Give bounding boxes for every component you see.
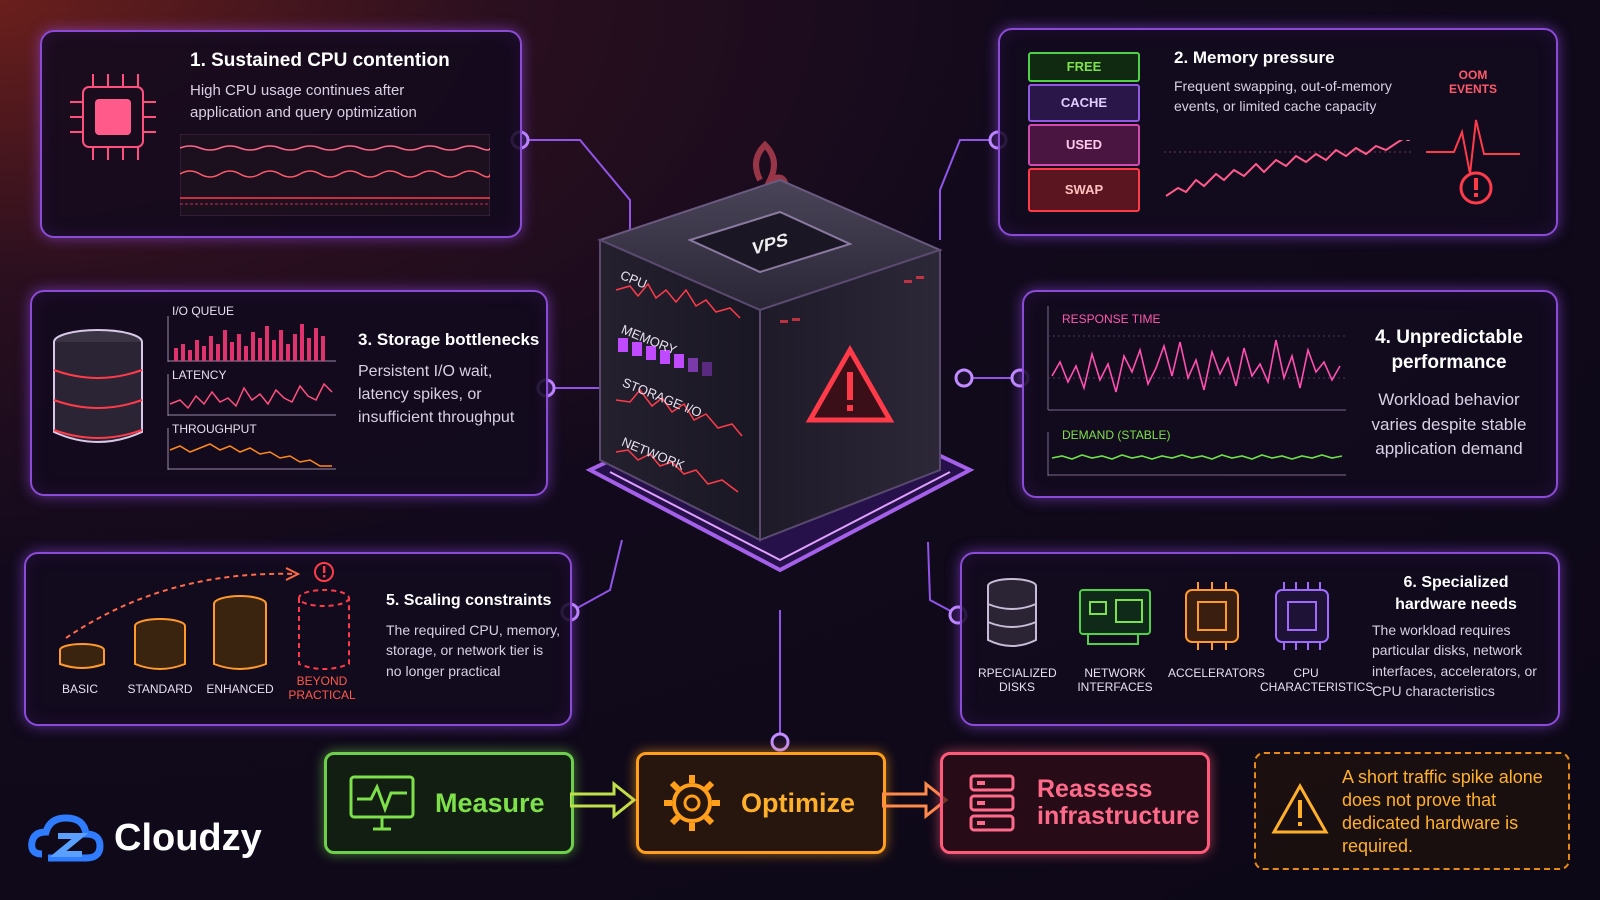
database-icon [53, 329, 143, 443]
hw-accelerators-label: ACCELERATORS [1168, 666, 1265, 680]
memory-bar-swap: SWAP [1028, 168, 1140, 212]
brand-name: Cloudzy [114, 816, 262, 859]
memory-bar-free: FREE [1028, 52, 1140, 82]
response-time-label: RESPONSE TIME [1062, 312, 1161, 326]
gear-icon [664, 775, 720, 831]
memory-text: Frequent swapping, out-of-memory events,… [1174, 78, 1392, 115]
memory-bar-cache: CACHE [1028, 84, 1140, 122]
tier-standard: STANDARD [127, 682, 193, 696]
latency-label: LATENCY [172, 368, 227, 382]
disks-icon [987, 578, 1037, 647]
tier-enhanced: ENHANCED [206, 682, 274, 696]
cpu-text: High CPU usage continues after applicati… [190, 82, 417, 121]
measure-step: Measure [324, 752, 574, 854]
warning-triangle-icon [1271, 782, 1329, 834]
server-stack-icon [969, 774, 1015, 832]
network-card-icon [1079, 589, 1151, 645]
scaling-tiers-graphic [59, 562, 350, 670]
specialized-hardware-panel: RPECIALIZED DISKS NETWORK INTERFACES ACC… [960, 552, 1560, 726]
cpu-chip-icon [70, 74, 156, 160]
throughput-chart [167, 428, 336, 470]
io-queue-chart [167, 316, 336, 362]
oom-alert-icon [1426, 119, 1520, 205]
memory-bar-used: USED [1028, 124, 1140, 166]
cpu-title: 1. Sustained CPU contention [190, 50, 450, 71]
warning-note-text: A short traffic spike alone does not pro… [1342, 767, 1543, 857]
cpu-characteristics-icon [1275, 582, 1329, 650]
unpredictable-performance-panel: RESPONSE TIME DEMAND (STABLE) 4. Unpredi… [1022, 290, 1558, 498]
response-demand-chart [1047, 306, 1346, 476]
hw-network-label: NETWORK INTERFACES [1077, 666, 1153, 694]
storage-title: 3. Storage bottlenecks [358, 330, 540, 349]
arrow-optimize-reassess [882, 780, 949, 820]
storage-bottlenecks-panel: I/O QUEUE LATENCY THROUGHPUT 3. Storage … [30, 290, 548, 496]
brand-logo: Cloudzy [28, 810, 262, 866]
hardware-text: The workload requires particular disks, … [1372, 622, 1537, 699]
memory-title: 2. Memory pressure [1174, 48, 1335, 67]
measure-label: Measure [435, 787, 545, 818]
demand-stable-label: DEMAND (STABLE) [1062, 428, 1171, 442]
vps-cube [585, 140, 975, 573]
hw-cpu-label: CPU CHARACTERISTICS [1260, 666, 1374, 694]
arrow-measure-optimize [570, 780, 637, 820]
optimize-label: Optimize [741, 787, 856, 818]
scaling-constraints-panel: BASIC STANDARD ENHANCED BEYOND PRACTICAL… [24, 552, 572, 726]
hardware-title: 6. Specialized hardware needs [1395, 574, 1517, 613]
optimize-step: Optimize [636, 752, 886, 854]
memory-pressure-panel: FREE CACHE USED SWAP 2. Memory pressure … [998, 28, 1558, 236]
cloudzy-logo-icon [28, 814, 104, 862]
throughput-label: THROUGHPUT [172, 422, 257, 436]
oom-label: OOM EVENTS [1448, 68, 1497, 96]
scaling-text: The required CPU, memory, storage, or ne… [386, 622, 561, 679]
storage-text: Persistent I/O wait, latency spikes, or … [358, 363, 515, 427]
warning-note: A short traffic spike alone does not pro… [1254, 752, 1570, 870]
latency-chart [167, 374, 336, 416]
hw-disks-label: RPECIALIZED DISKS [978, 666, 1057, 694]
monitor-heartbeat-icon [349, 775, 415, 831]
cpu-contention-panel: 1. Sustained CPU contention High CPU usa… [40, 30, 522, 238]
io-queue-label: I/O QUEUE [172, 304, 235, 318]
accelerator-icon [1185, 582, 1239, 650]
tier-beyond-practical: BEYOND PRACTICAL [288, 674, 356, 702]
performance-title: 4. Unpredictable performance [1375, 327, 1523, 373]
memory-trend-chart [1164, 140, 1414, 197]
cpu-usage-chart [180, 134, 490, 216]
reassess-label: Reassess infrastructure [1037, 774, 1200, 830]
tier-basic: BASIC [61, 682, 98, 696]
reassess-step: Reassess infrastructure [940, 752, 1210, 854]
scaling-title: 5. Scaling constraints [386, 592, 552, 609]
performance-text: Workload behavior varies despite stable … [1371, 390, 1527, 459]
